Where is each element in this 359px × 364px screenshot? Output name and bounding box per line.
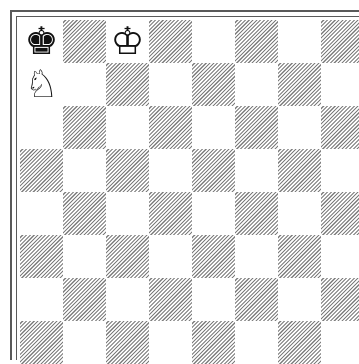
square-b5[interactable]: [63, 149, 106, 192]
square-e3[interactable]: [192, 235, 235, 278]
square-e7[interactable]: [192, 63, 235, 106]
square-c4[interactable]: [106, 192, 149, 235]
square-g7[interactable]: [278, 63, 321, 106]
black-king-piece[interactable]: ♚: [20, 20, 63, 63]
square-f3[interactable]: [235, 235, 278, 278]
square-c1[interactable]: [106, 321, 149, 364]
square-g6[interactable]: [278, 106, 321, 149]
white-knight-piece[interactable]: ♘: [20, 63, 63, 106]
square-b4[interactable]: [63, 192, 106, 235]
square-h8[interactable]: [321, 20, 359, 63]
square-a4[interactable]: [20, 192, 63, 235]
square-f7[interactable]: [235, 63, 278, 106]
square-f5[interactable]: [235, 149, 278, 192]
square-a1[interactable]: [20, 321, 63, 364]
square-g1[interactable]: [278, 321, 321, 364]
square-b8[interactable]: [63, 20, 106, 63]
square-b1[interactable]: [63, 321, 106, 364]
square-c8[interactable]: ♔: [106, 20, 149, 63]
square-f8[interactable]: [235, 20, 278, 63]
square-d2[interactable]: [149, 278, 192, 321]
square-c7[interactable]: [106, 63, 149, 106]
frame-outer-left: [10, 10, 12, 360]
square-e1[interactable]: [192, 321, 235, 364]
square-a8[interactable]: ♚: [20, 20, 63, 63]
square-e6[interactable]: [192, 106, 235, 149]
square-d8[interactable]: [149, 20, 192, 63]
square-h4[interactable]: [321, 192, 359, 235]
square-c5[interactable]: [106, 149, 149, 192]
square-f6[interactable]: [235, 106, 278, 149]
square-a2[interactable]: [20, 278, 63, 321]
square-d3[interactable]: [149, 235, 192, 278]
square-d5[interactable]: [149, 149, 192, 192]
square-f2[interactable]: [235, 278, 278, 321]
square-d1[interactable]: [149, 321, 192, 364]
square-h2[interactable]: [321, 278, 359, 321]
square-h6[interactable]: [321, 106, 359, 149]
square-h3[interactable]: [321, 235, 359, 278]
square-d6[interactable]: [149, 106, 192, 149]
frame-inner-left: [16, 16, 17, 360]
square-a5[interactable]: [20, 149, 63, 192]
square-c6[interactable]: [106, 106, 149, 149]
square-g4[interactable]: [278, 192, 321, 235]
square-f4[interactable]: [235, 192, 278, 235]
square-h5[interactable]: [321, 149, 359, 192]
square-e2[interactable]: [192, 278, 235, 321]
square-d7[interactable]: [149, 63, 192, 106]
square-h1[interactable]: [321, 321, 359, 364]
square-a6[interactable]: [20, 106, 63, 149]
square-a7[interactable]: ♘: [20, 63, 63, 106]
square-e8[interactable]: [192, 20, 235, 63]
square-f1[interactable]: [235, 321, 278, 364]
square-a3[interactable]: [20, 235, 63, 278]
frame-outer-top: [10, 10, 359, 12]
square-g2[interactable]: [278, 278, 321, 321]
square-g8[interactable]: [278, 20, 321, 63]
square-b2[interactable]: [63, 278, 106, 321]
square-b6[interactable]: [63, 106, 106, 149]
frame-inner-top: [16, 16, 359, 17]
square-g3[interactable]: [278, 235, 321, 278]
square-h7[interactable]: [321, 63, 359, 106]
square-d4[interactable]: [149, 192, 192, 235]
chess-board: ♚ ♔ ♘: [20, 20, 359, 364]
square-c3[interactable]: [106, 235, 149, 278]
square-e4[interactable]: [192, 192, 235, 235]
square-b7[interactable]: [63, 63, 106, 106]
square-g5[interactable]: [278, 149, 321, 192]
square-b3[interactable]: [63, 235, 106, 278]
white-king-piece[interactable]: ♔: [106, 20, 149, 63]
square-e5[interactable]: [192, 149, 235, 192]
square-c2[interactable]: [106, 278, 149, 321]
